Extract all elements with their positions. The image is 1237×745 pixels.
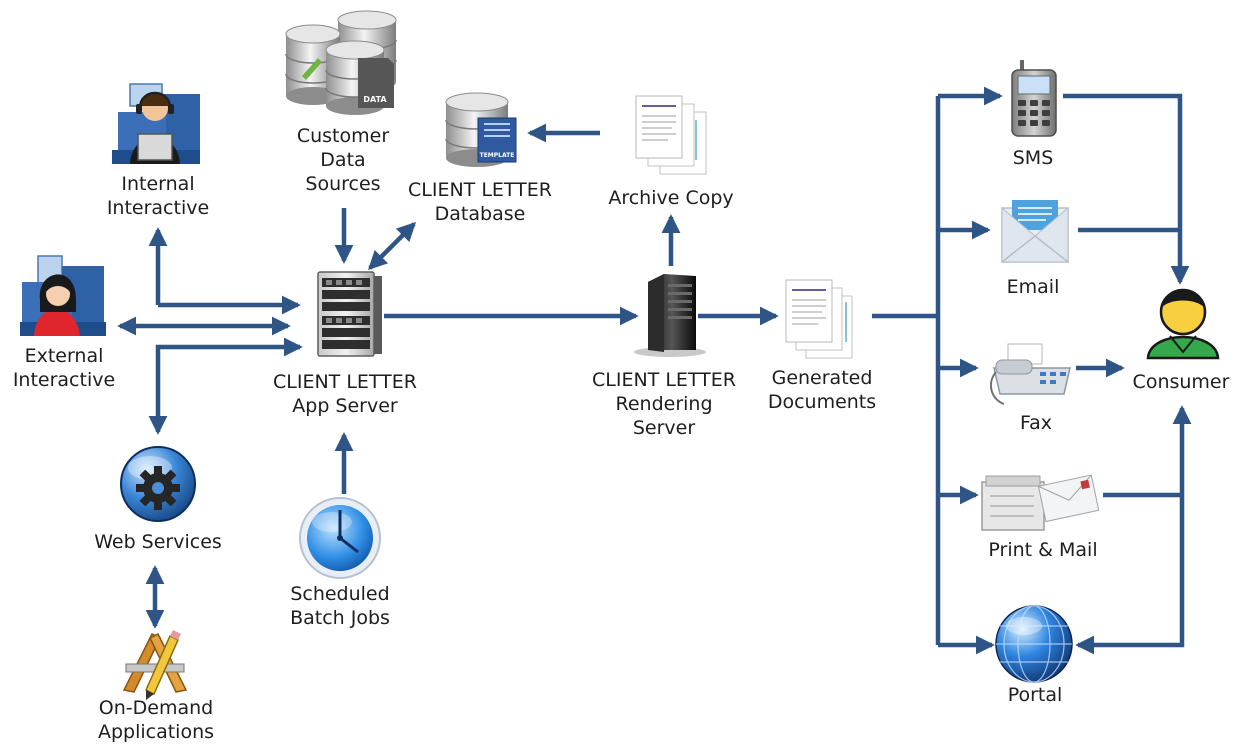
label-line: Internal (121, 173, 195, 195)
arrow-sms-to-consumer (1063, 93, 1190, 285)
email-label: Email (1007, 275, 1060, 299)
label-line: SMS (1012, 147, 1054, 169)
label-line: Fax (1019, 412, 1053, 434)
label-line: Email (1006, 276, 1060, 298)
internal-interactive-label: Internal Interactive (107, 172, 209, 220)
database-icon: TEMPLATE (445, 92, 517, 167)
label-line: Database (434, 203, 526, 225)
connectors (117, 86, 1192, 655)
arrow-app-database-bidirectional (367, 221, 417, 271)
call-center-agent-icon (112, 83, 200, 164)
fax-label: Fax (1020, 411, 1052, 435)
archive-copy-label: Archive Copy (608, 186, 733, 210)
print-mail-label: Print & Mail (988, 538, 1097, 562)
arrow-consumer-print-portal (1075, 405, 1192, 655)
tower-server-icon (634, 274, 706, 357)
app-server-label: CLIENT LETTER App Server (273, 370, 417, 418)
label-line: On-Demand (98, 697, 214, 719)
label-line: Rendering (615, 393, 713, 415)
database-stack-icon: DATA (285, 10, 397, 115)
globe-icon (995, 605, 1073, 683)
label-line: Archive Copy (608, 187, 734, 209)
label-line: Documents (767, 391, 877, 413)
data-badge: DATA (363, 95, 387, 104)
label-line: Scheduled (290, 583, 390, 605)
arrow-app-to-web-services (148, 337, 303, 435)
label-line: Generated (771, 367, 873, 389)
sms-label: SMS (1013, 146, 1054, 170)
label-line: Print & Mail (988, 539, 1098, 561)
consumer-person-icon (1146, 288, 1220, 360)
mobile-phone-icon (1011, 60, 1057, 137)
label-line: CLIENT LETTER (408, 179, 552, 201)
document-stack-icon (635, 95, 707, 175)
server-rack-icon (317, 271, 382, 357)
label-line: Interactive (106, 197, 210, 219)
clock-icon (299, 497, 381, 579)
label-line: Web Services (94, 531, 222, 553)
customer-data-sources-label: Customer Data Sources (297, 124, 389, 196)
consumer-label: Consumer (1133, 370, 1230, 394)
label-line: Data (320, 149, 366, 171)
label-line: Batch Jobs (290, 607, 390, 629)
on-demand-applications-label: On-Demand Applications (98, 696, 214, 744)
pencil-ruler-icon (122, 630, 188, 700)
printer-mail-icon (981, 474, 1100, 531)
label-line: Sources (305, 173, 381, 195)
label-line: Applications (97, 721, 215, 743)
document-stack-icon (785, 279, 853, 359)
scheduled-batch-jobs-label: Scheduled Batch Jobs (290, 582, 390, 630)
user-at-monitor-icon (20, 255, 106, 336)
label-line: Server (632, 417, 696, 439)
rendering-server-label: CLIENT LETTER Rendering Server (592, 368, 736, 440)
label-line: Interactive (12, 369, 116, 391)
label-line: Consumer (1132, 371, 1230, 393)
template-badge: TEMPLATE (480, 152, 515, 159)
label-line: Portal (1007, 684, 1063, 706)
generated-documents-label: Generated Documents (768, 366, 876, 414)
label-line: CLIENT LETTER (592, 369, 736, 391)
label-line: External (24, 345, 104, 367)
fax-machine-icon (989, 343, 1071, 405)
portal-label: Portal (1008, 683, 1063, 707)
label-line: CLIENT LETTER (273, 371, 417, 393)
web-services-label: Web Services (94, 530, 222, 554)
envelope-icon (1001, 200, 1069, 263)
label-line: Customer (296, 125, 390, 147)
external-interactive-label: External Interactive (13, 344, 115, 392)
gear-globe-icon (120, 446, 196, 522)
database-label: CLIENT LETTER Database (408, 178, 552, 226)
label-line: App Server (292, 395, 398, 417)
